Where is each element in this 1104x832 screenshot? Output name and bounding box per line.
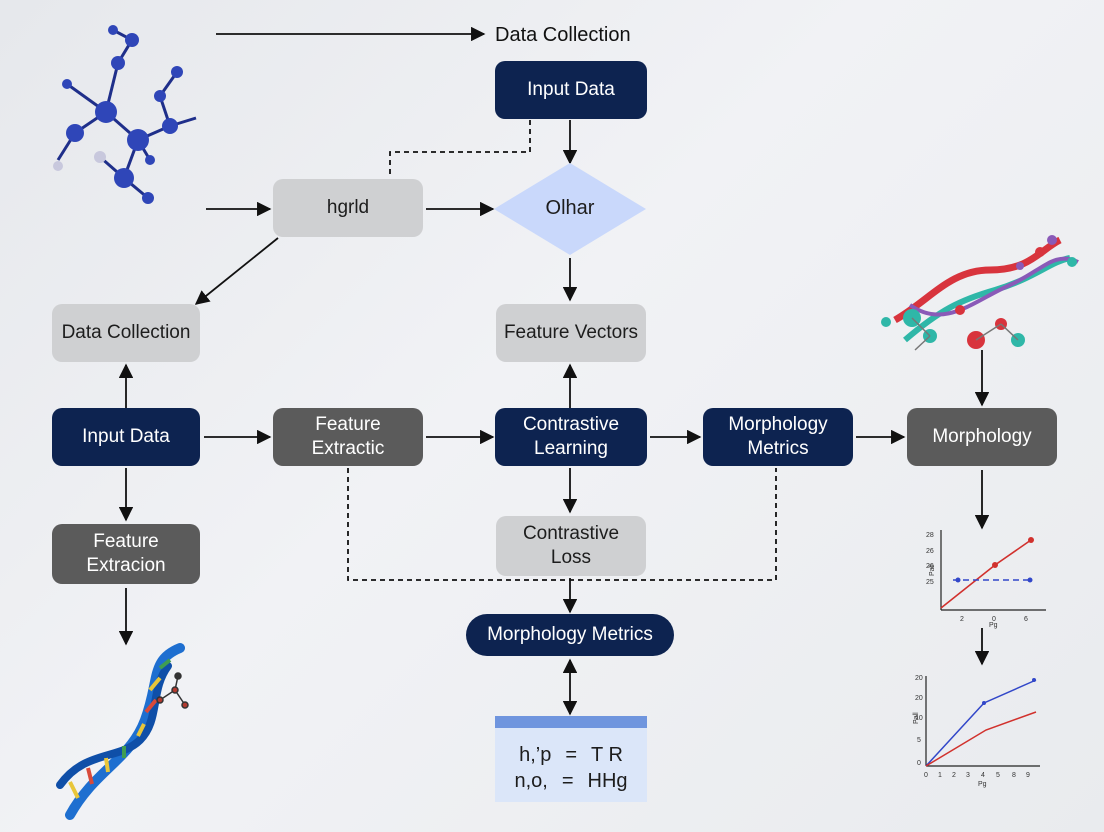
formula-box: h,’p = T R n,o, = HHg (495, 716, 647, 802)
dashed-input-to-hgrld (389, 120, 531, 178)
feature-vectors-node[interactable]: Feature Vectors (496, 304, 646, 362)
dashed-feedback-loop (347, 468, 777, 581)
mini-chart-2-xtick: 9 (1026, 772, 1030, 779)
input-data-top-node[interactable]: Input Data (495, 61, 647, 119)
morphology-metrics-bottom-node[interactable]: Morphology Metrics (466, 614, 674, 656)
mini-chart-1-red-point (1028, 537, 1034, 543)
contrastive-learning-node[interactable]: Contrastive Learning (495, 408, 647, 466)
feature-extractic-node[interactable]: Feature Extractic (273, 408, 423, 466)
contrastive-loss-node[interactable]: Contrastive Loss (496, 516, 646, 576)
formula-op: = (565, 744, 578, 766)
olhar-diamond-shape (494, 163, 646, 255)
input-data-left-node[interactable]: Input Data (52, 408, 200, 466)
mini-chart-1-ytick: 28 (926, 532, 934, 539)
formula-lhs: n,o, (514, 770, 548, 792)
mini-chart-1-red-point (992, 562, 998, 568)
mini-chart-2: 20 20 10 5 0 Pall 0 1 2 3 4 5 8 9 Pg (913, 675, 1040, 788)
arrow-hgrld-to-data-collection (194, 237, 279, 305)
mini-chart-1-ytick: 25 (926, 579, 934, 586)
mini-chart-2-xtick: 0 (924, 772, 928, 779)
formula-op: = (561, 770, 574, 792)
mini-chart-2-xlabel: Pg (978, 781, 987, 788)
mini-chart-2-ytick: 20 (915, 695, 923, 702)
colored-dna-molecule-icon (881, 235, 1079, 351)
formula-rhs: T R (591, 744, 623, 766)
mini-chart-1-xlabel: Pg (989, 622, 998, 629)
mini-chart-2-xtick: 1 (938, 772, 942, 779)
morphology-node[interactable]: Morphology (907, 408, 1057, 466)
mini-chart-2-xtick: 4 (981, 772, 985, 779)
data-collection-node[interactable]: Data Collection (52, 304, 200, 362)
formula-row: h,’p = T R (495, 742, 647, 768)
mini-chart-2-ytick: 0 (917, 760, 921, 767)
mini-chart-1-ylabel: Pall (929, 564, 936, 576)
mini-chart-2-xtick: 5 (996, 772, 1000, 779)
mini-chart-1-ytick: 26 (926, 563, 934, 570)
mini-chart-1-xtick: 2 (960, 616, 964, 623)
mini-chart-2-ytick: 5 (917, 737, 921, 744)
formula-lhs: h,’p (519, 744, 552, 766)
mini-chart-2-xtick: 2 (952, 772, 956, 779)
mini-chart-1-xtick: 6 (1024, 616, 1028, 623)
morphology-metrics-node[interactable]: Morphology Metrics (703, 408, 853, 466)
mini-chart-1-ytick: 26 (926, 548, 934, 555)
feature-extracion-node[interactable]: Feature Extracion (52, 524, 200, 584)
mini-chart-1-red-line (940, 539, 1032, 609)
molecule-atoms (53, 25, 183, 204)
olhar-node[interactable]: Olhar (545, 197, 595, 219)
formula-row: n,o, = HHg (495, 768, 647, 794)
mini-chart-2-ytick: 20 (915, 675, 923, 682)
mini-chart-2-red-line (925, 711, 1037, 767)
mini-chart-2-xtick: 8 (1012, 772, 1016, 779)
mini-chart-1-xtick: 0 (992, 616, 996, 623)
mini-chart-2-ylabel: Pall (913, 712, 920, 724)
mini-chart-2-ytick: 10 (915, 715, 923, 722)
mini-chart-2-blue-line (925, 679, 1037, 767)
data-collection-label: Data Collection (495, 24, 631, 46)
mini-chart-1: 28 26 26 25 Pall 2 0 6 Pg (926, 530, 1046, 629)
hgrld-node[interactable]: hgrld (273, 179, 423, 237)
mini-chart-2-xtick: 3 (966, 772, 970, 779)
formula-rhs: HHg (587, 770, 628, 792)
dna-helix-icon (56, 643, 189, 820)
